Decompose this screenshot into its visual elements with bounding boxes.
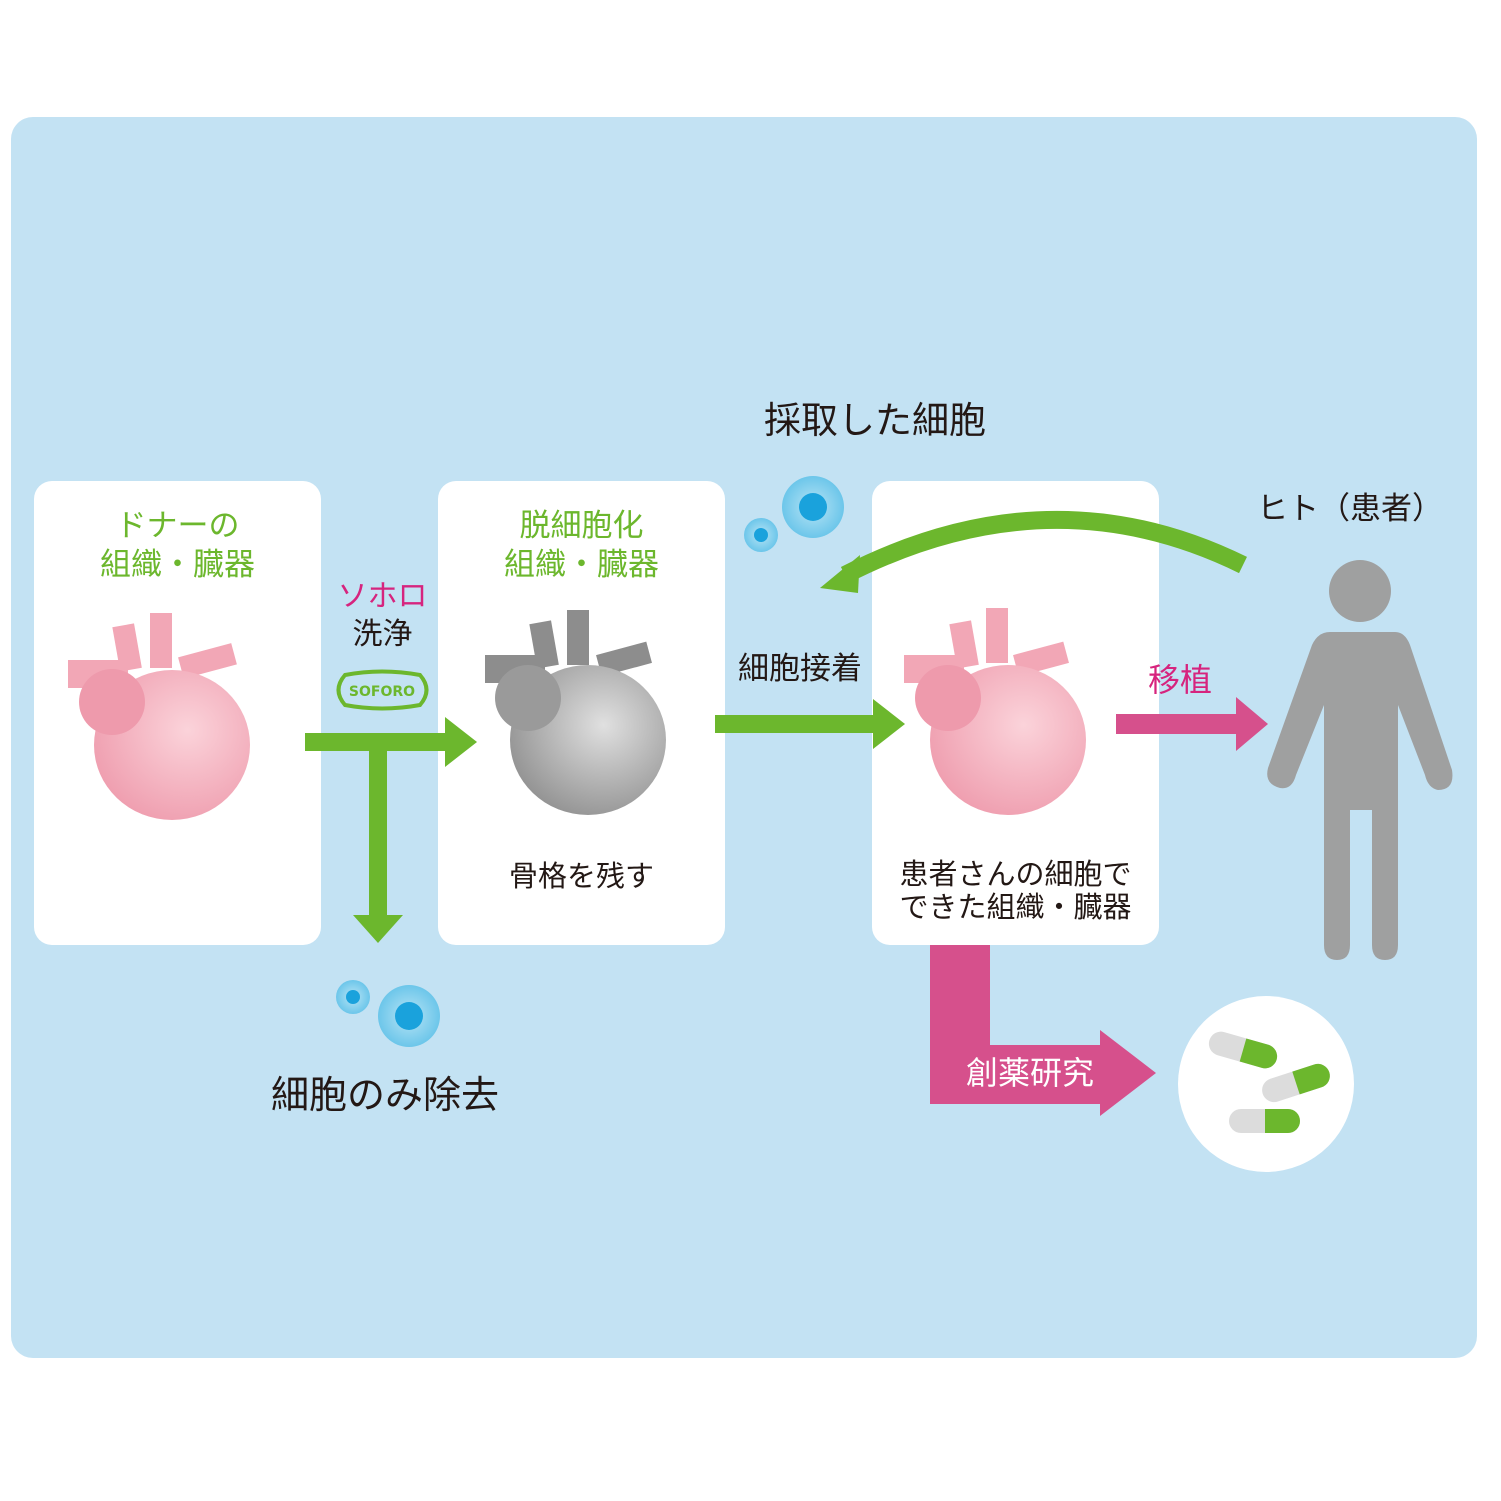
attach-label: 細胞接着	[738, 651, 862, 687]
drug-research-arrow	[930, 945, 1156, 1116]
collected-cells-label: 採取した細胞	[764, 399, 986, 442]
person-icon	[1267, 560, 1453, 960]
cell-harvest-arrow	[820, 510, 1247, 593]
svg-text:SOFORO: SOFORO	[349, 684, 415, 700]
soforo-logo: SOFORO	[336, 669, 429, 711]
removal-label: 細胞のみ除去	[270, 1073, 499, 1117]
transplant-arrow	[1116, 697, 1268, 751]
heart-pink-icon	[68, 613, 250, 820]
decellularized-title: 脱細胞化組織・臓器	[504, 508, 659, 583]
pills-icon	[1208, 1031, 1330, 1133]
patient-organ-caption: 患者さんの細胞でできた組織・臓器	[899, 857, 1132, 925]
heart-gray-icon	[485, 610, 666, 815]
cells-removed-icon	[336, 980, 440, 1047]
attach-arrow	[715, 699, 905, 749]
wash-arrow	[305, 717, 477, 943]
heart-recellularized-icon	[904, 608, 1086, 815]
drug-research-label: 創薬研究	[965, 1054, 1094, 1092]
human-label: ヒト（患者）	[1257, 491, 1443, 527]
wash-label: ソホロ洗浄	[337, 579, 428, 652]
donor-organ-title: ドナーの組織・臓器	[100, 508, 255, 583]
skeleton-caption: 骨格を残す	[508, 859, 654, 893]
cells-collected-icon	[744, 476, 844, 552]
transplant-label: 移植	[1147, 661, 1212, 699]
